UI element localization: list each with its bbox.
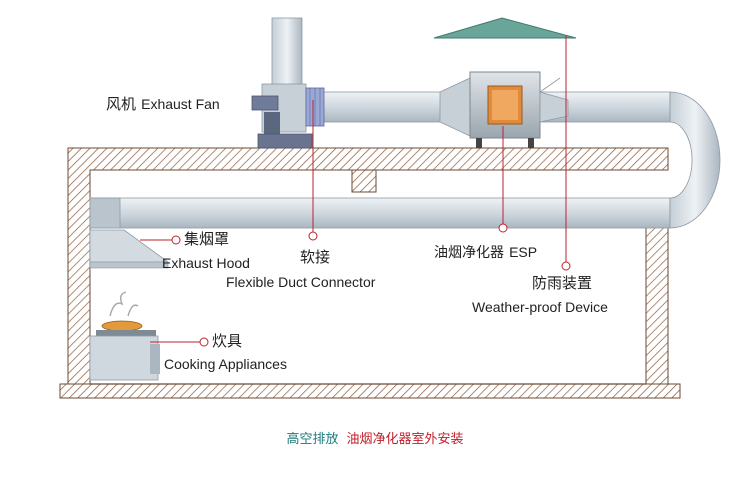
cooking-cn: 炊具 (212, 332, 243, 350)
esp-unit (439, 71, 569, 148)
esp-label: 油烟净化器 ESP (434, 244, 537, 260)
exhaust-fan (251, 17, 325, 149)
flexible-connector-en: Flexible Duct Connector (226, 274, 376, 290)
weather-proof-cap (433, 17, 577, 39)
exhaust-hood (89, 229, 170, 269)
indoor-duct (89, 197, 671, 229)
cooking-en: Cooking Appliances (164, 356, 287, 372)
exhaust-fan-en: Exhaust Fan (141, 96, 220, 112)
exhaust-hood-cn: 集烟罩 (184, 230, 230, 248)
esp-cn: 油烟净化器 (434, 245, 504, 261)
caption-part-1: 高空排放 (286, 432, 339, 447)
exhaust-fan-cn: 风机 (106, 95, 137, 113)
building-structure (59, 147, 681, 399)
cooking-appliance (89, 291, 160, 381)
flexible-connector-cn: 软接 (300, 248, 331, 266)
outdoor-duct (299, 91, 721, 229)
caption-part-2: 油烟净化器室外安装 (346, 432, 464, 447)
esp-en: ESP (509, 244, 538, 260)
exhaust-hood-en: Exhaust Hood (162, 255, 250, 271)
diagram-caption: 高空排放油烟净化器室外安装 (0, 428, 750, 447)
weather-device-en: Weather-proof Device (472, 299, 608, 315)
exhaust-fan-label: 风机 Exhaust Fan (106, 96, 220, 112)
weather-device-cn: 防雨装置 (532, 274, 593, 292)
leader-lines (140, 36, 571, 347)
